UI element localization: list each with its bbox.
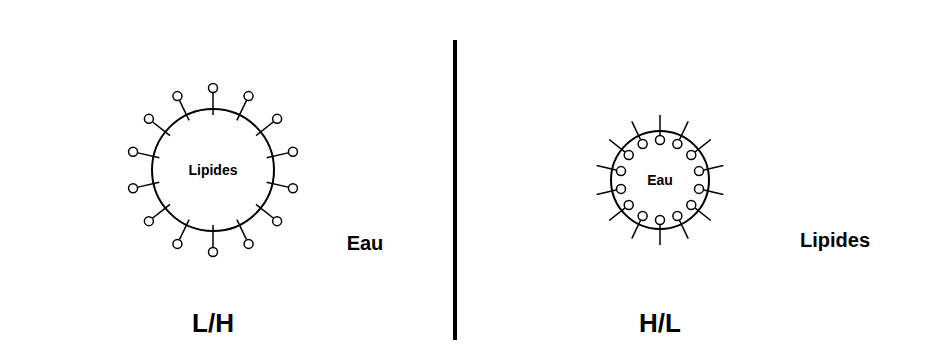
surfactant-head xyxy=(244,92,253,101)
surfactant-head xyxy=(173,239,182,248)
surfactant-head xyxy=(673,212,682,221)
micelle-circle: Lipides xyxy=(151,108,275,232)
surfactant-head xyxy=(273,114,282,123)
emulsion-type: H/L xyxy=(639,308,681,339)
divider-line xyxy=(453,40,457,340)
surfactant-head xyxy=(209,248,218,257)
surfactant-head xyxy=(244,239,253,248)
surfactant-tail xyxy=(212,93,214,115)
surfactant-group xyxy=(129,84,298,257)
surfactant-tail xyxy=(680,121,689,139)
phase-label: Eau xyxy=(347,232,384,255)
surfactant-head xyxy=(129,184,138,193)
surfactant-head xyxy=(687,151,696,160)
phase-name: Eau xyxy=(647,172,673,188)
surfactant-head xyxy=(209,84,218,93)
surfactant-tail xyxy=(180,220,190,240)
surfactant-tail xyxy=(212,225,214,247)
surfactant-head xyxy=(288,147,297,156)
surfactant-tail xyxy=(153,122,170,136)
surfactant-head xyxy=(173,92,182,101)
surfactant-head xyxy=(288,184,297,193)
surfactant-head xyxy=(694,167,703,176)
surfactant-head xyxy=(617,184,626,193)
surfactant-tail xyxy=(632,221,641,239)
surfactant-tail xyxy=(695,208,711,220)
surfactant-head xyxy=(638,212,647,221)
surfactant-group xyxy=(597,115,724,245)
surfactant-head xyxy=(694,184,703,193)
surfactant-tail xyxy=(695,139,711,151)
surfactant-tail xyxy=(704,190,723,194)
surfactant-tail xyxy=(267,182,288,187)
surfactant-head xyxy=(129,147,138,156)
surfactant-head xyxy=(617,167,626,176)
surfactant-tail xyxy=(659,115,661,135)
surfactant-head xyxy=(144,114,153,123)
micelle-circle: Eau xyxy=(610,130,710,230)
surfactant-tail xyxy=(597,190,616,194)
surfactant-head xyxy=(673,139,682,148)
surfactant-tail xyxy=(704,166,723,170)
surfactant-tail xyxy=(180,101,190,121)
surfactant-tail xyxy=(659,225,661,245)
surfactant-tail xyxy=(153,204,170,218)
surfactant-head xyxy=(656,136,665,145)
surfactant-tail xyxy=(138,153,159,158)
surfactant-tail xyxy=(680,221,689,239)
surfactant-head xyxy=(273,217,282,226)
emulsion-type: L/H xyxy=(192,308,234,339)
surfactant-tail xyxy=(256,122,273,136)
phase-label: Lipides xyxy=(800,229,870,252)
surfactant-tail xyxy=(632,121,641,139)
phase-name: Lipides xyxy=(188,162,237,178)
surfactant-head xyxy=(144,217,153,226)
surfactant-tail xyxy=(256,204,273,218)
surfactant-head xyxy=(687,200,696,209)
surfactant-tail xyxy=(138,182,159,187)
surfactant-tail xyxy=(609,139,625,151)
surfactant-head xyxy=(624,151,633,160)
surfactant-tail xyxy=(237,220,247,240)
surfactant-head xyxy=(624,200,633,209)
surfactant-tail xyxy=(597,166,616,170)
surfactant-tail xyxy=(267,153,288,158)
surfactant-tail xyxy=(609,208,625,220)
surfactant-head xyxy=(638,139,647,148)
surfactant-head xyxy=(656,216,665,225)
surfactant-tail xyxy=(237,101,247,121)
